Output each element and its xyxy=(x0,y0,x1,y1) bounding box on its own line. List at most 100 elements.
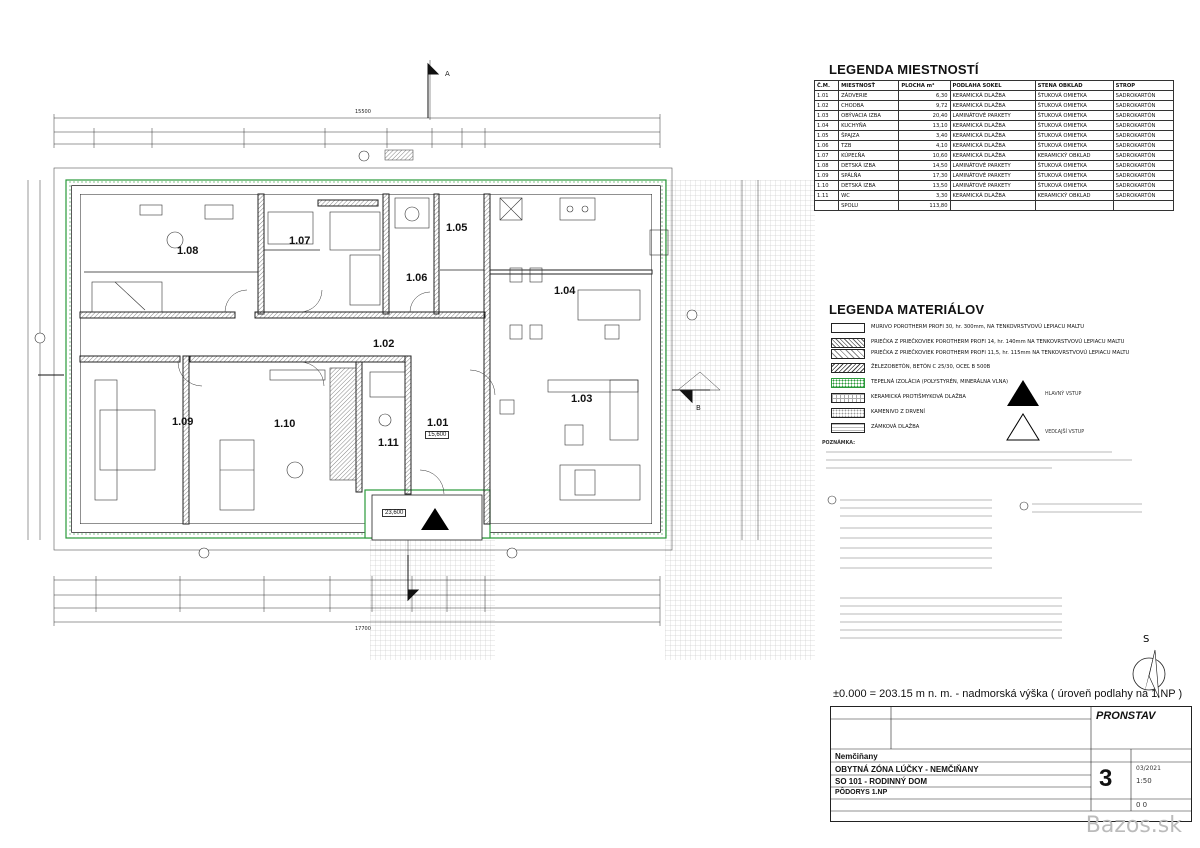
scale-value: 1:50 xyxy=(1136,777,1152,785)
paving-entrance xyxy=(370,540,495,660)
room-cell: 1.02 xyxy=(813,100,840,111)
room-label: 1.04 xyxy=(554,285,576,297)
room-cell: SADROKARTÓN xyxy=(1112,170,1175,181)
room-cell: ŠTUKOVÁ OMIETKA xyxy=(1034,90,1114,101)
room-cell: SADROKARTÓN xyxy=(1112,150,1175,161)
room-cell: KERAMICKÝ OBKLAD xyxy=(1034,150,1114,161)
room-cell: SADROKARTÓN xyxy=(1112,100,1175,111)
entrance-markers xyxy=(1006,380,1040,441)
room-cell: ZÁDVERIE xyxy=(838,90,900,101)
room-cell: 1.09 xyxy=(813,170,840,181)
room-cell: SADROKARTÓN xyxy=(1112,140,1175,151)
room-cell: 10,60 xyxy=(898,150,951,161)
room-cell: ŠTUKOVÁ OMIETKA xyxy=(1034,140,1114,151)
room-cell: ŠTUKOVÁ OMIETKA xyxy=(1034,170,1114,181)
room-cell: SADROKARTÓN xyxy=(1112,120,1175,131)
room-cell: 1.05 xyxy=(813,130,840,141)
elevation-note: ±0.000 = 203.15 m n. m. - nadmorská výšk… xyxy=(833,688,1183,700)
room-cell: SADROKARTÓN xyxy=(1112,90,1175,101)
place-label: Nemčiňany xyxy=(835,752,878,761)
project-name: OBYTNÁ ZÓNA LÚČKY - NEMČIŇANY xyxy=(835,765,979,774)
room-cell: 1.11 xyxy=(813,190,840,201)
floor-level-label: 23,600 xyxy=(382,509,407,517)
room-label: 1.01 xyxy=(427,417,449,429)
room-cell: 13,10 xyxy=(898,120,951,131)
date-value: 03/2021 xyxy=(1136,765,1161,772)
room-cell: LAMINÁTOVÉ PARKETY xyxy=(949,180,1036,191)
legend-materials-title: LEGENDA MATERIÁLOV xyxy=(829,302,985,317)
room-cell: WC xyxy=(838,190,900,201)
room-cell: SADROKARTÓN xyxy=(1112,110,1175,121)
material-item: KERAMICKÁ PROTIŠMYKOVÁ DLAŽBA xyxy=(831,392,1131,404)
legend-rooms-table: Č.M. MIESTNOSŤ PLOCHA m² PODLAHA SOKEL S… xyxy=(813,80,1175,211)
room-cell: OBÝVACIA IZBA xyxy=(838,110,900,121)
main-entrance-icon xyxy=(1007,380,1039,406)
room-cell: KERAMICKÁ DLAŽBA xyxy=(949,100,1036,111)
legend-rooms-title: LEGENDA MIESTNOSTÍ xyxy=(829,62,979,77)
room-cell: KERAMICKÁ DLAŽBA xyxy=(949,120,1036,131)
side-entrance-label: VEDĽAJŠÍ VSTUP xyxy=(1045,430,1085,435)
revision-value: 0 0 xyxy=(1136,801,1148,809)
paving-right xyxy=(665,180,815,660)
room-cell: 20,40 xyxy=(898,110,951,121)
col-header: MIESTNOSŤ xyxy=(838,80,900,91)
col-header: PODLAHA SOKEL xyxy=(949,80,1036,91)
room-cell: DETSKÁ IZBA xyxy=(838,180,900,191)
room-cell: ŠTUKOVÁ OMIETKA xyxy=(1034,180,1114,191)
svg-text:S: S xyxy=(1143,634,1149,645)
notes-text xyxy=(826,451,1142,639)
material-item: MURIVO POROTHERM PROFI 30, hr. 300mm, NA… xyxy=(831,322,1131,334)
room-cell: 3,30 xyxy=(898,190,951,201)
main-entrance-marker xyxy=(421,508,449,530)
room-label: 1.09 xyxy=(172,416,194,428)
room-cell: ŠTUKOVÁ OMIETKA xyxy=(1034,100,1114,111)
room-cell: SADROKARTÓN xyxy=(1112,190,1175,201)
drawing-name: PÔDORYS 1.NP xyxy=(835,789,888,796)
side-entrance-icon xyxy=(1006,413,1040,441)
room-cell: 1.03 xyxy=(813,110,840,121)
section-label: B xyxy=(696,404,701,412)
total-label: SPOLU xyxy=(838,200,900,211)
main-entrance-label: HLAVNÝ VSTUP xyxy=(1045,392,1082,397)
room-label: 1.07 xyxy=(289,235,311,247)
room-cell: KERAMICKÁ DLAŽBA xyxy=(949,130,1036,141)
col-header: Č.M. xyxy=(813,80,840,91)
room-cell: ŠPAJZA xyxy=(838,130,900,141)
room-cell: 1.08 xyxy=(813,160,840,171)
room-cell: 6,30 xyxy=(898,90,951,101)
room-cell: 1.04 xyxy=(813,120,840,131)
room-cell: 1.10 xyxy=(813,180,840,191)
room-cell: 1.07 xyxy=(813,150,840,161)
room-cell: SADROKARTÓN xyxy=(1112,160,1175,171)
material-item: TEPELNÁ IZOLÁCIA (POLYSTYRÉN, MINERÁLNA … xyxy=(831,377,1131,389)
room-cell: TZB xyxy=(838,140,900,151)
room-label: 1.08 xyxy=(177,245,199,257)
room-cell: LAMINÁTOVÉ PARKETY xyxy=(949,160,1036,171)
col-header: STROP xyxy=(1112,80,1175,91)
room-cell: DETSKÁ IZBA xyxy=(838,160,900,171)
floor-plan: 1.08 1.07 1.05 1.04 1.06 1.02 1.09 1.10 … xyxy=(27,60,815,660)
object-name: SO 101 - RODINNÝ DOM xyxy=(835,777,928,786)
room-cell: 17,30 xyxy=(898,170,951,181)
col-header: PLOCHA m² xyxy=(898,80,951,91)
room-cell: ŠTUKOVÁ OMIETKA xyxy=(1034,120,1114,131)
material-item: ŽELEZOBETÓN, BETÓN C 25/30, OCEĽ B 500B xyxy=(831,362,1131,374)
room-cell: 9,72 xyxy=(898,100,951,111)
room-label: 1.02 xyxy=(373,338,395,350)
floor-plan-drawing xyxy=(27,60,815,660)
room-cell: KERAMICKÁ DLAŽBA xyxy=(949,140,1036,151)
room-label: 1.03 xyxy=(571,393,593,405)
room-cell: 14,50 xyxy=(898,160,951,171)
floor-level-label: 15,600 xyxy=(425,431,450,439)
room-cell: CHODBA xyxy=(838,100,900,111)
